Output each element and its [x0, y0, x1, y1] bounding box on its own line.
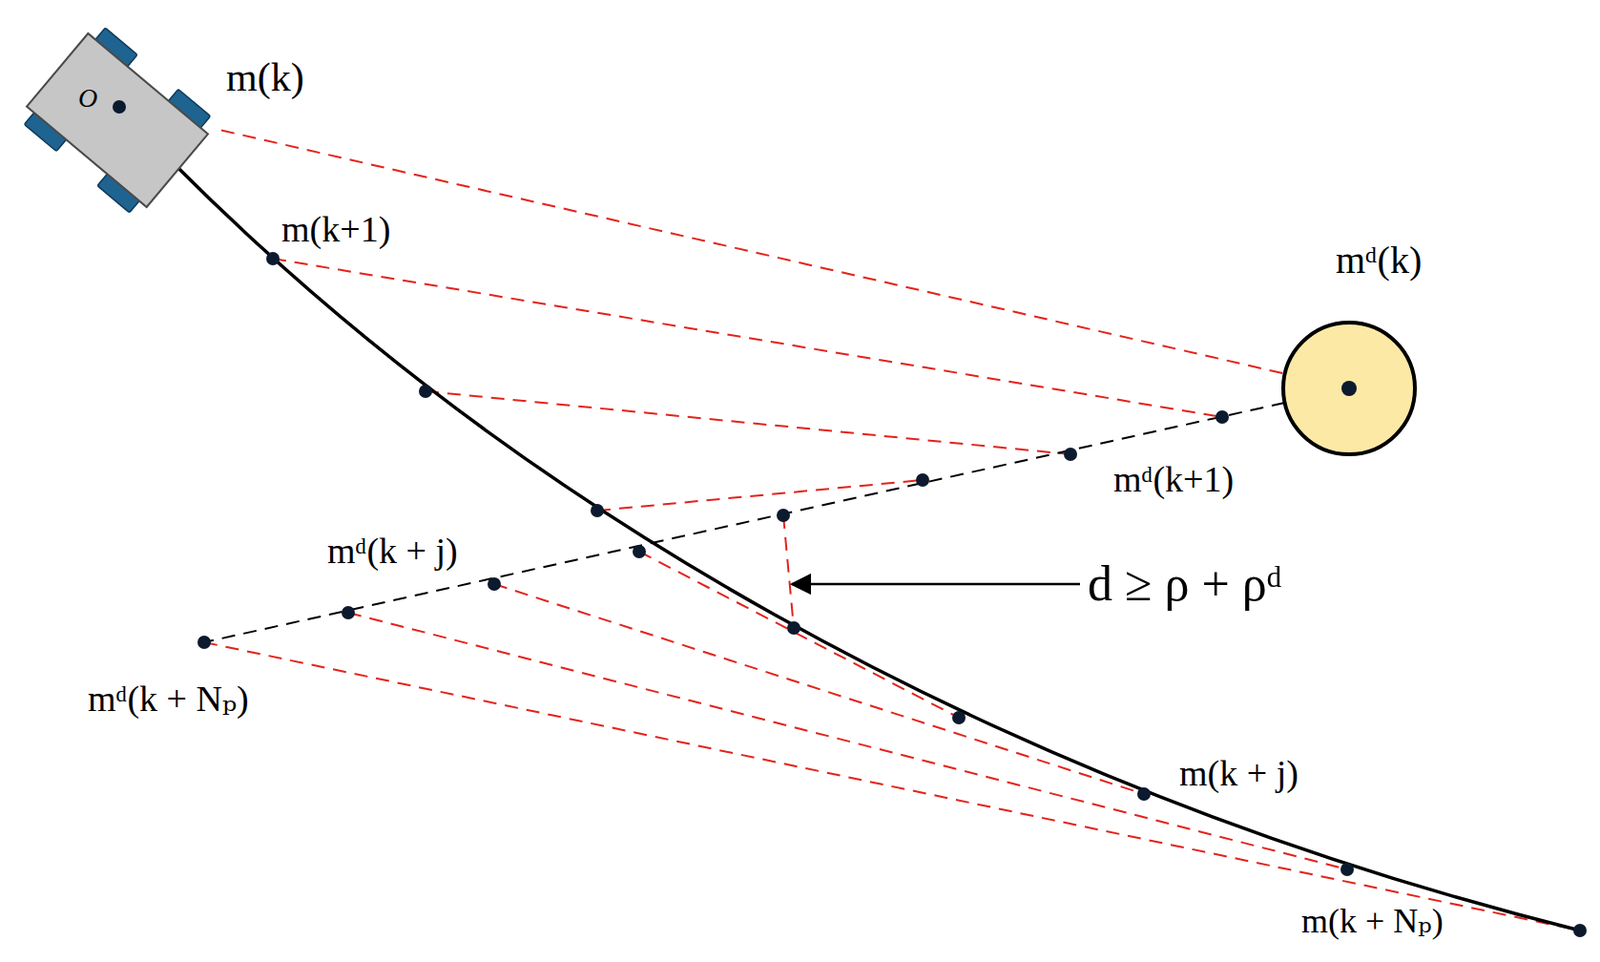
point-label: mᵈ(k + j) — [324, 531, 461, 572]
point-label: mᵈ(k + Nₚ) — [84, 679, 252, 720]
point-label: mᵈ(k+1) — [1110, 459, 1237, 500]
distance-constraint: d ≥ ρ + ρᵈ — [1084, 556, 1286, 611]
obstacle-path — [204, 388, 1350, 643]
obstacle-node: mᵈ(k) — [1280, 319, 1418, 458]
pairing-lines — [204, 258, 1580, 931]
point-label: m(k+1) — [278, 209, 394, 250]
point-label: m(k + j) — [1176, 753, 1302, 794]
robot-node: O — [9, 7, 222, 220]
obstacle-label: mᵈ(k) — [1335, 239, 1422, 282]
distance-line — [221, 129, 1284, 374]
robot-symbol — [9, 7, 222, 220]
obstacle-circle — [1280, 319, 1418, 458]
obstacle-points — [197, 410, 1229, 649]
distance-arrow — [791, 582, 1081, 586]
point-label: m(k + Nₚ) — [1298, 902, 1447, 941]
origin-label: O — [78, 83, 98, 114]
trajectory-points — [266, 251, 1587, 937]
robot-trajectory — [119, 106, 1580, 931]
point-label: m(k) — [223, 55, 308, 100]
